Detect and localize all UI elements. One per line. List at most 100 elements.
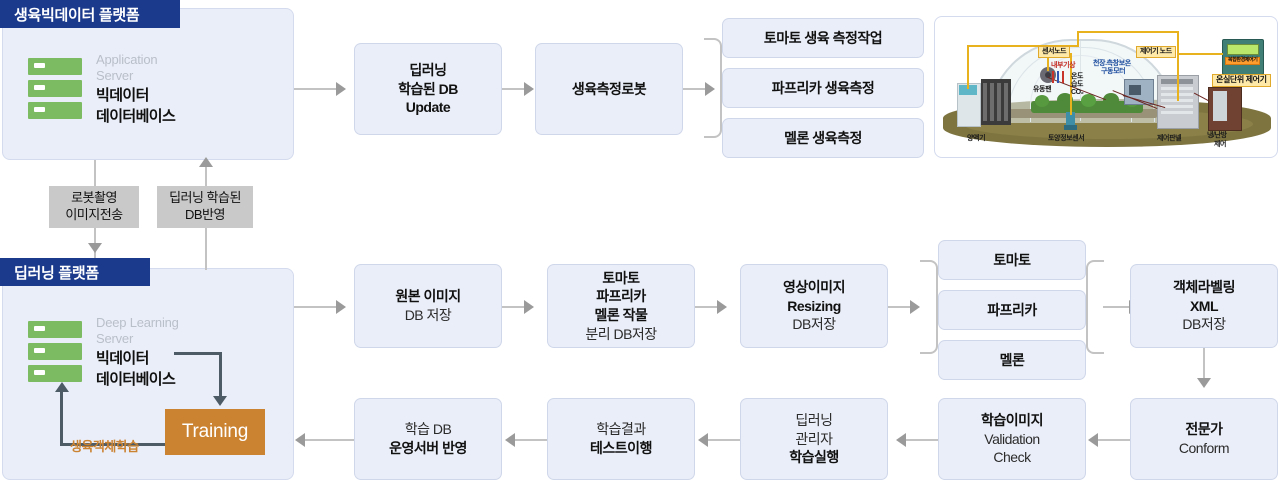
bottom-exit-line (305, 439, 354, 441)
bigdata-server-row: Application Server 빅데이터 데이터베이스 (28, 52, 176, 126)
greenhouse-wire (1047, 53, 1049, 71)
box-line: 멜론 (999, 351, 1025, 368)
box-line: 학습결과 (596, 421, 646, 438)
top-link-1 (502, 88, 524, 90)
server-rack-icon (28, 321, 82, 383)
mid-entry-arrow (336, 300, 346, 314)
greenhouse-wire (967, 45, 969, 89)
bigdata-server-sub-line1: Application (96, 52, 158, 67)
process-box-object-labeling-xml[interactable]: 객체라벨링 XML DB저장 (1130, 264, 1278, 348)
server-rack-icon (28, 58, 82, 120)
box-line: 토마토 생육 측정작업 (763, 29, 883, 46)
greenhouse-wire (1177, 53, 1179, 101)
box-line: 딥러닝 (409, 62, 447, 79)
box-line: 테스트이행 (590, 440, 652, 456)
box-line: 학습이미지 (981, 412, 1043, 429)
mid-branch-bracket-right (1086, 260, 1104, 354)
box-line: 생육측정로봇 (571, 80, 647, 97)
box-line: 토마토 (993, 251, 1031, 268)
box-line: 객체라벨링 (1173, 279, 1235, 296)
training-loop-arrow (55, 382, 69, 392)
branch-box-melon[interactable]: 멜론 (938, 340, 1086, 380)
process-box-growth-measurement-robot[interactable]: 생육측정로봇 (535, 43, 683, 135)
process-box-image-resizing-db[interactable]: 영상이미지 Resizing DB저장 (740, 264, 888, 348)
box-line: 관리자 (795, 430, 833, 447)
box-line: 파프리카 생육측정 (771, 79, 875, 96)
top-entry-line (294, 88, 336, 90)
dl-server-sub-line2: Server (96, 330, 134, 346)
box-line: 멜론 생육측정 (784, 129, 862, 146)
box-line: 딥러닝 (795, 412, 833, 429)
training-loop-line-v (60, 392, 63, 446)
platform-banner-bigdata: 생육빅데이터 플랫폼 (0, 0, 180, 28)
box-line: DB저장 (792, 316, 836, 333)
box-line: 토마토 (602, 269, 640, 286)
mid-branch-bracket-left (920, 260, 938, 354)
process-box-crop-separated-db[interactable]: 토마토 파프리카 멜론 작물 분리 DB저장 (547, 264, 695, 348)
training-in-line-v (219, 352, 222, 396)
training-loop-line-h (60, 443, 168, 446)
dl-server-title-line2: 데이터베이스 (96, 371, 176, 389)
box-line: 파프리카 (596, 288, 646, 305)
greenhouse-label-control-panel: 제어판넬 (1157, 135, 1182, 142)
training-box[interactable]: Training (165, 409, 265, 455)
box-line: 운영서버 반영 (389, 440, 467, 456)
process-box-deeplearning-manager-run[interactable]: 딥러닝 관리자 학습실행 (740, 398, 888, 480)
box-line: 원본 이미지 (395, 288, 461, 305)
branch-box-tomato-measure-task[interactable]: 토마토 생육 측정작업 (722, 18, 924, 58)
greenhouse-wire (1077, 31, 1179, 33)
box-line: Update (405, 99, 451, 116)
labeling-to-expert-line (1203, 348, 1205, 380)
greenhouse-label-humidity: 습도 (1071, 81, 1084, 88)
box-line: DB 저장 (404, 307, 452, 323)
branch-box-paprika-measure[interactable]: 파프리카 생육측정 (722, 68, 924, 108)
greenhouse-label-sensor-node: 센서노드 (1038, 46, 1071, 58)
mid-entry-line (294, 306, 336, 308)
greenhouse-label-drive-motor: 구동모터 (1101, 68, 1126, 75)
mid-link-1 (502, 306, 524, 308)
greenhouse-wire (967, 45, 1079, 47)
mid-link-4 (1103, 306, 1129, 308)
bottom-link-1-arrow (505, 433, 515, 447)
process-box-original-image-db[interactable]: 원본 이미지 DB 저장 (354, 264, 502, 348)
box-line: 영상이미지 (783, 279, 845, 296)
box-line: 멜론 작물 (594, 307, 648, 323)
greenhouse-label-roof-side-insulation: 천장.측창보온 (1093, 60, 1131, 67)
top-link-2-arrow (705, 82, 715, 96)
top-branch-bracket (704, 38, 722, 138)
process-box-validation-check[interactable]: 학습이미지 Validation Check (938, 398, 1086, 480)
greenhouse-label-composite-controller: 복합환경제어기 (1225, 57, 1261, 65)
bigdata-server-title-line2: 데이터베이스 (96, 108, 176, 126)
process-box-learning-db-to-ops[interactable]: 학습 DB 운영서버 반영 (354, 398, 502, 480)
training-in-arrow (213, 396, 227, 406)
branch-box-melon-measure[interactable]: 멜론 생육측정 (722, 118, 924, 158)
tag-db-line1: 딥러닝 학습된 (169, 190, 241, 206)
deeplearning-server-row: Deep Learning Server 빅데이터 데이터베이스 (28, 315, 179, 389)
bottom-link-1 (515, 439, 547, 441)
bottom-link-2-arrow (698, 433, 708, 447)
greenhouse-label-internal-weather: 내부기상 (1051, 62, 1076, 69)
branch-box-tomato[interactable]: 토마토 (938, 240, 1086, 280)
box-line: 학습된 DB (398, 80, 458, 97)
box-line: DB저장 (1182, 316, 1226, 333)
box-line: Validation (984, 430, 1040, 447)
top-link-2 (683, 88, 705, 90)
box-line: 학습 DB (404, 421, 452, 438)
top-entry-arrow (336, 82, 346, 96)
mid-link-1-arrow (524, 300, 534, 314)
greenhouse-label-greenhouse-unit-controller: 온실단위 제어기 (1212, 74, 1271, 87)
process-box-expert-conform[interactable]: 전문가 Conform (1130, 398, 1278, 480)
tag-robot-image-transfer: 로봇촬영 이미지전송 (49, 186, 139, 228)
process-box-deeplearning-db-update[interactable]: 딥러닝 학습된 DB Update (354, 43, 502, 135)
box-line: 분리 DB저장 (585, 325, 657, 342)
box-line: Check (993, 449, 1031, 466)
greenhouse-label-co2: CO₂ (1071, 89, 1084, 96)
platform-banner-deeplearning: 딥러닝 플랫폼 (0, 258, 150, 286)
mid-link-2-arrow (717, 300, 727, 314)
greenhouse-label-hvac-control: 냉/난방 (1207, 132, 1227, 139)
bottom-link-3-arrow (896, 433, 906, 447)
greenhouse-label-controller-node: 제어기 노드 (1136, 46, 1176, 58)
process-box-test-execution[interactable]: 학습결과 테스트이행 (547, 398, 695, 480)
mid-link-3-arrow (910, 300, 920, 314)
branch-box-paprika[interactable]: 파프리카 (938, 290, 1086, 330)
